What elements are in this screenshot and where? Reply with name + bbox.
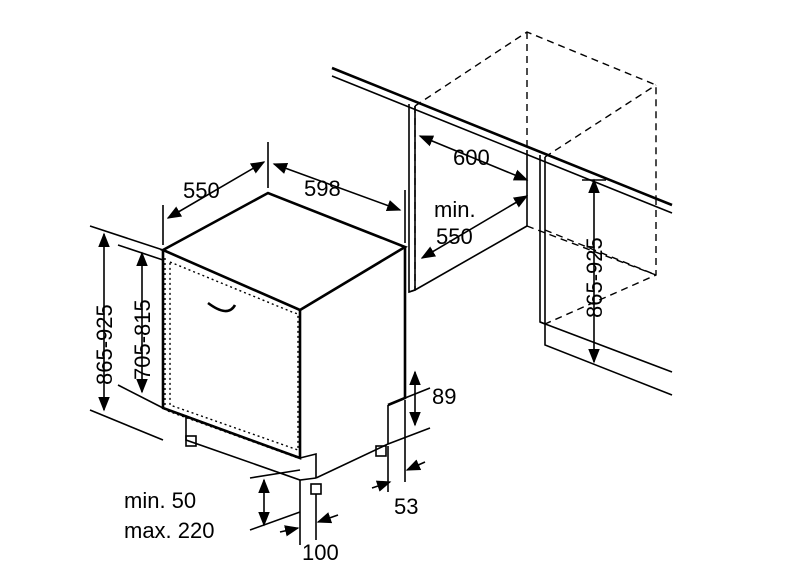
label-plinth-height: 89 [432,384,456,409]
dim-gap-ext-bottom [249,511,301,531]
dishwasher-plinth-side [315,405,389,479]
cabinet-niche [331,31,673,396]
label-total-height: 865-925 [92,304,117,385]
dim-foot-arrow-right [316,512,339,524]
niche-dashed-diag [544,84,657,158]
dim-foot-arrow-left [279,525,300,537]
dishwasher-unit [160,191,408,495]
dim-door-ext-bottom [117,384,164,409]
label-width: 598 [304,176,341,201]
dim-depth-line [166,161,266,219]
foot-back-right [375,445,387,457]
right-panel-floor [544,324,673,396]
dishwasher-base-line [185,415,301,459]
label-niche-height: 865-925 [582,237,607,318]
door-handle [207,301,237,313]
right-panel-floor-top [539,321,673,373]
dimension-labels: 550 598 600 min. 550 865-925 865-925 705… [92,145,607,565]
left-panel-foot [408,289,416,293]
dim-gap-ext-top [249,469,301,479]
left-side-panel [408,104,416,294]
dim-niche-width-line [418,135,529,181]
worktop-edge-top [331,66,673,207]
door-outline-dotted [169,260,299,451]
dim-niche-depth-line [420,195,529,259]
label-foot-offset: 100 [302,540,339,565]
dim-setback-arrow-left [371,480,392,492]
niche-dashed-top [414,31,657,198]
right-side-panel [539,155,546,326]
dim-height-ext-top [89,225,164,251]
dishwasher-top [160,191,408,312]
label-door-height: 705-815 [130,299,155,380]
label-niche-depth-min: min. [434,197,476,222]
dim-height-ext-bottom [89,409,164,441]
dim-plinth-ext-bottom [387,427,431,445]
dim-plinth-ext-top [404,387,431,399]
dishwasher-plinth-front [299,452,317,478]
door-outline-dotted-outer [164,258,299,459]
label-setback: 53 [394,494,418,519]
label-gap-min: min. 50 [124,488,196,513]
dim-setback-arrow-right [405,459,426,471]
dim-width-line [272,163,402,211]
label-depth: 550 [183,178,220,203]
dimension-lines [89,142,431,545]
foot-front-right [310,483,322,495]
label-gap-max: max. 220 [124,518,215,543]
label-niche-depth-value: 550 [436,224,473,249]
foot-front-left [185,435,197,447]
worktop-edge-bottom [331,75,673,214]
niche-dashed-floor2 [544,229,657,276]
dishwasher-side-face [387,247,407,407]
label-niche-width: 600 [453,145,490,170]
